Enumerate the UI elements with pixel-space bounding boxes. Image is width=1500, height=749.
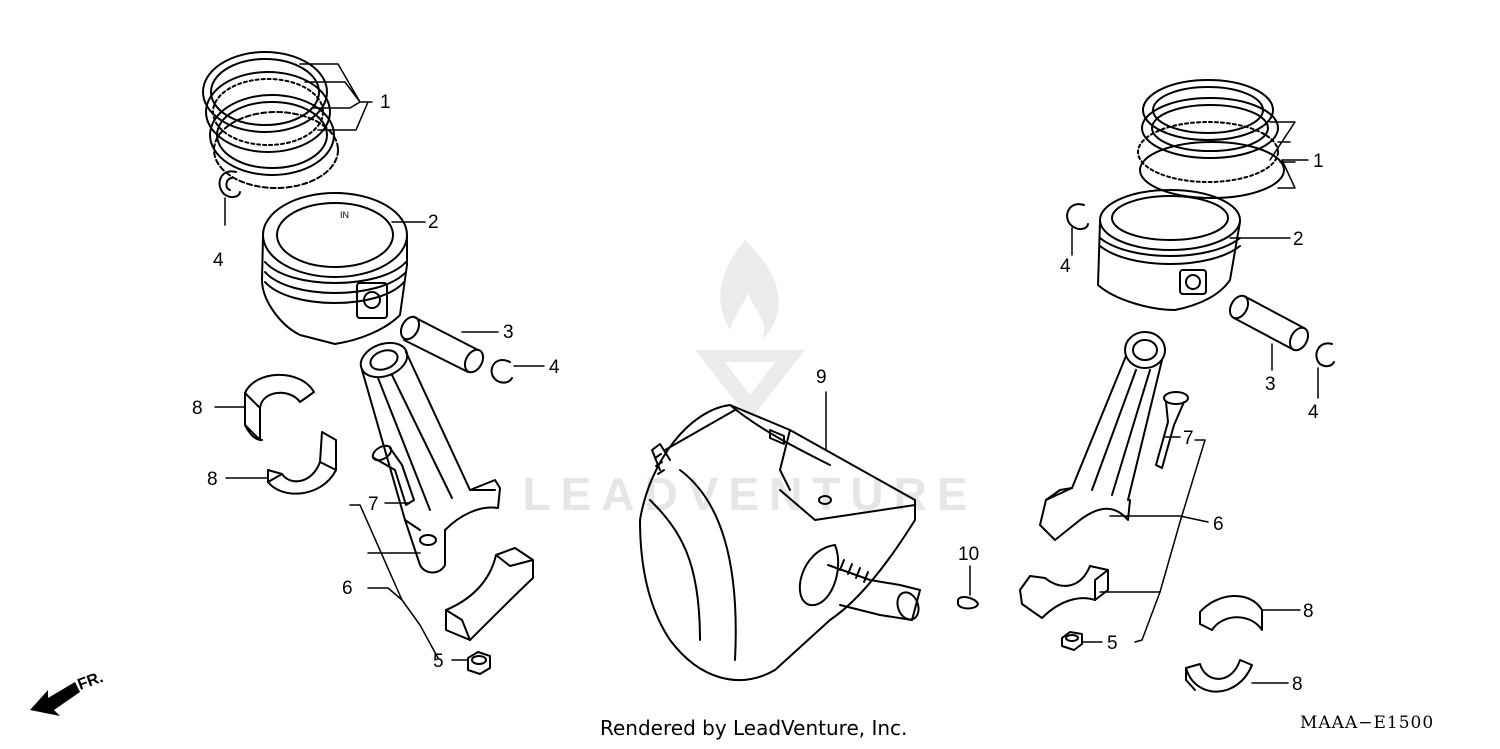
right-callout-6: 6 xyxy=(1213,514,1224,535)
diagram-code: MAAA−E1500 xyxy=(1300,713,1435,733)
right-callout-8a: 8 xyxy=(1303,601,1314,622)
left-clip-top[interactable] xyxy=(218,170,241,199)
callout-10: 10 xyxy=(958,544,979,565)
right-callout-4b: 4 xyxy=(1308,402,1319,423)
left-rod-assy-bracket xyxy=(367,552,421,601)
left-callout-5: 5 xyxy=(433,651,444,672)
right-callout-8b: 8 xyxy=(1292,674,1303,695)
right-piston-rings[interactable] xyxy=(1137,79,1285,199)
right-rod-nut[interactable] xyxy=(1061,631,1083,651)
crankshaft[interactable] xyxy=(639,404,922,681)
render-credit: Rendered by LeadVenture, Inc. xyxy=(600,716,908,740)
right-rod-assy-bracket xyxy=(1099,515,1209,593)
right-connecting-rod[interactable] xyxy=(1039,331,1166,541)
right-rod-bolt[interactable] xyxy=(1155,391,1189,469)
right-callout-1: 1 xyxy=(1313,151,1324,172)
watermark-text: LEADVENTURE xyxy=(522,468,977,520)
left-rings-leader xyxy=(299,63,373,131)
watermark: LEADVENTURE xyxy=(522,240,977,520)
right-rod-assy-leader xyxy=(1134,439,1206,643)
left-callout-4b: 4 xyxy=(549,357,560,378)
left-callout-8b: 8 xyxy=(207,469,218,490)
svg-text:IN: IN xyxy=(340,210,349,220)
right-piston-pin[interactable] xyxy=(1226,293,1311,354)
left-callout-8a: 8 xyxy=(192,398,203,419)
left-rod-assy-leader xyxy=(349,504,439,659)
callout-9: 9 xyxy=(816,367,827,388)
right-piston[interactable] xyxy=(1097,189,1241,311)
left-rod-bolt[interactable] xyxy=(370,443,415,506)
left-callout-4a: 4 xyxy=(213,250,224,271)
right-callout-2: 2 xyxy=(1293,229,1304,250)
left-bearing-lower[interactable] xyxy=(267,431,337,495)
left-piston[interactable]: IN xyxy=(261,192,408,345)
left-callout-3: 3 xyxy=(503,322,514,343)
right-callout-5: 5 xyxy=(1107,633,1118,654)
left-clip-right[interactable] xyxy=(490,359,513,384)
left-connecting-rod[interactable] xyxy=(356,337,501,574)
front-direction-arrow-icon: FR. xyxy=(30,669,106,716)
left-bearing-upper[interactable] xyxy=(244,373,315,441)
right-callout-7: 7 xyxy=(1183,428,1194,449)
left-piston-rings[interactable] xyxy=(202,51,339,189)
right-callout-4a: 4 xyxy=(1060,256,1071,277)
right-callout-3: 3 xyxy=(1265,374,1276,395)
left-callout-7: 7 xyxy=(368,494,379,515)
direction-label: FR. xyxy=(76,669,106,694)
right-clip-right[interactable] xyxy=(1315,342,1335,368)
right-rod-cap[interactable] xyxy=(1019,565,1109,619)
left-callout-6: 6 xyxy=(342,578,353,599)
left-piston-pin[interactable] xyxy=(397,314,486,376)
right-clip-top[interactable] xyxy=(1066,203,1089,231)
watermark-v-icon xyxy=(695,350,805,420)
right-rings-leader xyxy=(1269,121,1309,189)
watermark-flame-icon xyxy=(720,240,779,340)
left-rod-nut[interactable] xyxy=(467,651,491,675)
left-callout-2: 2 xyxy=(428,212,439,233)
right-bearing-lower[interactable] xyxy=(1185,659,1253,693)
right-bearing-upper[interactable] xyxy=(1199,595,1263,631)
left-callout-1: 1 xyxy=(380,92,391,113)
woodruff-key[interactable] xyxy=(957,596,979,610)
left-rod-cap[interactable] xyxy=(445,547,534,641)
